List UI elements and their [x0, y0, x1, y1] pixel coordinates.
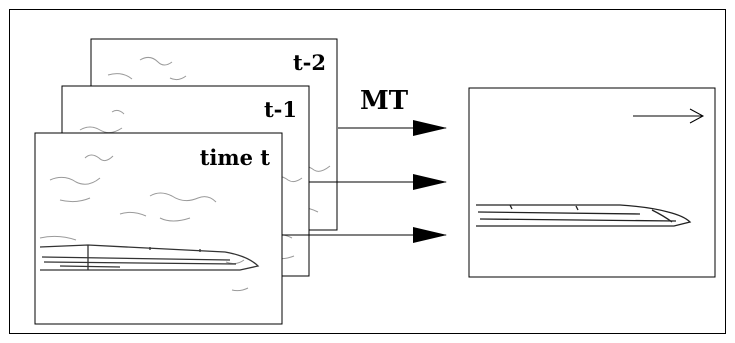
output-frame-border	[468, 87, 716, 278]
frame-label-t-minus-2: t-2	[293, 50, 326, 75]
output-frame	[468, 87, 716, 278]
frame-label-time-t: time t	[200, 145, 271, 170]
output-train-silhouette	[476, 204, 692, 227]
frame-label-t-minus-1: t-1	[264, 97, 297, 122]
operation-label: MT	[360, 86, 409, 116]
frame-time-t-border	[34, 132, 283, 325]
outer-border	[9, 9, 726, 334]
frame-time-t-train	[39, 244, 260, 271]
frame-time-t: time t	[34, 132, 283, 325]
right-arrow-icon	[633, 108, 705, 124]
